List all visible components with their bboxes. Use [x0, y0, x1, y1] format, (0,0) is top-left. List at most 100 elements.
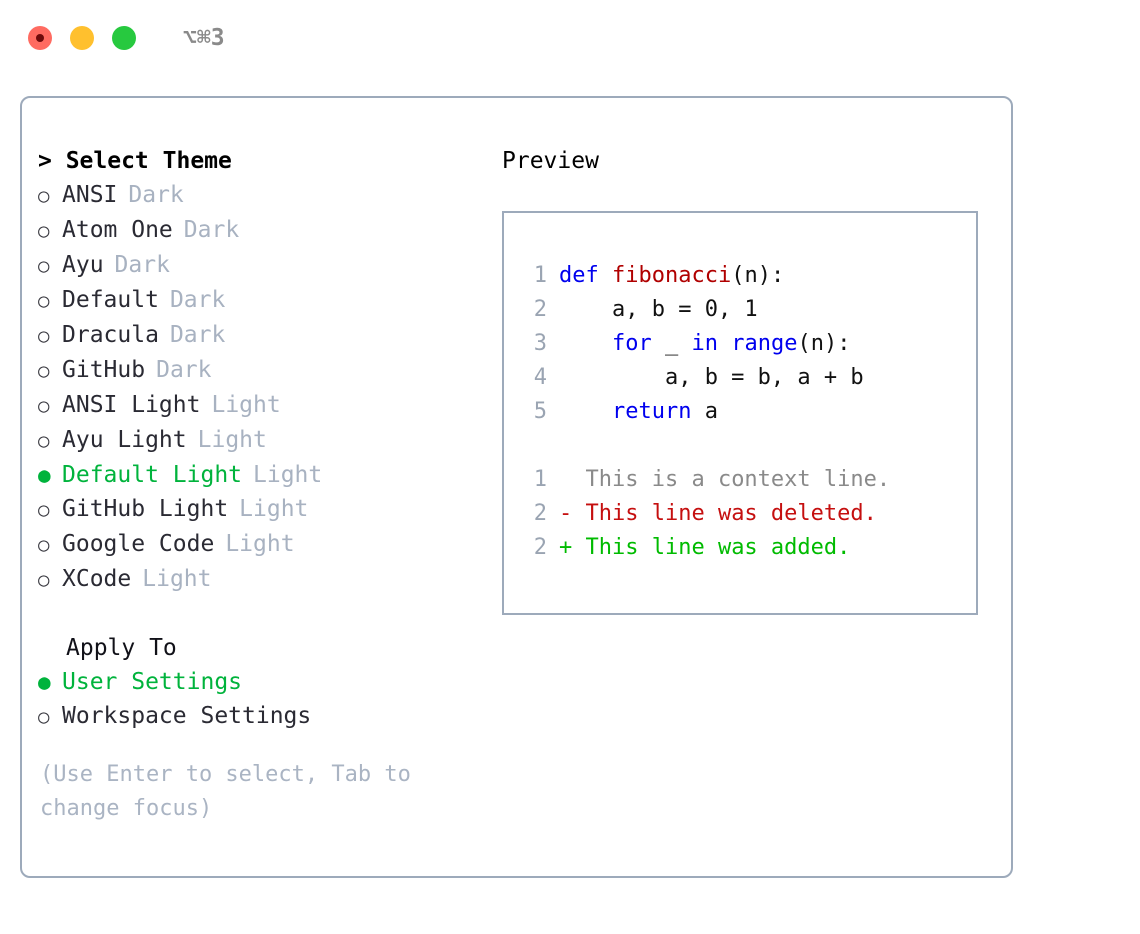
diff-marker: - [559, 501, 573, 526]
line-number: 1 [533, 467, 547, 492]
theme-option-label: ANSI [62, 182, 118, 208]
theme-category-label: Light [197, 427, 267, 453]
radio-selected-icon: ● [38, 463, 51, 487]
code-token-kw: def [559, 263, 612, 288]
theme-category-label: Dark [169, 322, 226, 348]
radio-unselected-icon: ○ [38, 499, 50, 521]
theme-option-label: Ayu Light [62, 427, 187, 453]
theme-option-github-light[interactable]: ○ GitHub Light Light [38, 492, 488, 527]
radio-unselected-icon: ○ [38, 185, 50, 207]
code-token-plain: a, b = b, a + b [559, 365, 864, 390]
theme-option-label: Default [62, 287, 159, 313]
line-number: 1 [533, 263, 547, 288]
code-token-fn: fibonacci [611, 263, 732, 288]
diff-line-add: 2 + This line was added. [521, 531, 970, 565]
radio-unselected-icon: ○ [38, 220, 50, 242]
diff-line-del: 2- This line was deleted. [521, 497, 970, 531]
radio-unselected-icon: ○ [38, 430, 50, 452]
diff-line-text: This is a context line. [572, 467, 891, 492]
code-token-plain: (n): [797, 331, 851, 356]
diff-line-text: This line was added. [572, 535, 851, 560]
diff-marker: + [559, 535, 573, 560]
apply-to-option-label: Workspace Settings [62, 703, 312, 729]
radio-unselected-icon: ○ [38, 569, 50, 591]
keyboard-shortcut-label: ⌥⌘3 [183, 24, 225, 51]
theme-option-ayu-light[interactable]: ○ Ayu Light Light [38, 423, 488, 458]
code-blank-line [521, 429, 970, 463]
maximize-button[interactable] [112, 26, 136, 50]
apply-to-option-list: ● User Settings ○ Workspace Settings [38, 665, 488, 734]
line-number: 2 [533, 297, 547, 322]
theme-option-ansi[interactable]: ○ ANSI Dark [38, 178, 488, 213]
code-token-plain: (n): [731, 263, 785, 288]
code-token-kw: for [611, 331, 652, 356]
radio-unselected-icon: ○ [38, 255, 50, 277]
theme-option-label: Atom One [62, 217, 173, 243]
code-token-kw: range [731, 331, 798, 356]
theme-option-github[interactable]: ○ GitHub Dark [38, 353, 488, 388]
theme-option-xcode[interactable]: ○ XCode Light [38, 562, 488, 597]
theme-category-label: Light [225, 531, 295, 557]
code-token-kw: in [691, 331, 732, 356]
theme-option-default-light[interactable]: ● Default Light Light [38, 458, 488, 492]
radio-unselected-icon: ○ [38, 534, 50, 556]
code-token-plain [559, 399, 612, 424]
section-spacer [38, 597, 488, 631]
close-button[interactable] [28, 26, 52, 50]
radio-selected-icon: ● [38, 670, 51, 694]
code-line-content: return a [559, 395, 718, 429]
line-number: 4 [533, 365, 547, 390]
apply-to-option-user-settings[interactable]: ● User Settings [38, 665, 488, 699]
code-line-content: for _ in range(n): [559, 327, 850, 361]
theme-option-label: Google Code [62, 531, 215, 557]
code-line: 1 def fibonacci(n): [521, 259, 970, 293]
diff-marker [559, 463, 572, 497]
theme-option-label: GitHub Light [62, 496, 229, 522]
diff-line-ctx: 1 This is a context line. [521, 463, 970, 497]
diff-sample-lines: 1 This is a context line.2- This line wa… [521, 463, 970, 565]
apply-to-header: Apply To [66, 635, 177, 661]
minimize-button[interactable] [70, 26, 94, 50]
apply-to-option-label: User Settings [62, 669, 243, 695]
theme-category-label: Light [253, 462, 323, 488]
theme-category-label: Dark [156, 357, 212, 383]
select-theme-header: > Select Theme [38, 148, 232, 174]
theme-category-label: Dark [169, 287, 226, 313]
theme-option-label: XCode [62, 566, 132, 592]
radio-unselected-icon: ○ [38, 360, 50, 382]
theme-option-label: Default Light [62, 462, 243, 488]
theme-category-label: Light [142, 566, 212, 592]
code-line: 2 a, b = 0, 1 [521, 293, 970, 327]
diff-line-text: This line was deleted. [572, 501, 877, 526]
apply-to-option-workspace-settings[interactable]: ○ Workspace Settings [38, 699, 488, 734]
theme-option-label: GitHub [62, 357, 146, 383]
code-line: 5 return a [521, 395, 970, 429]
code-token-plain: _ [651, 331, 692, 356]
line-number: 2 [533, 535, 547, 560]
theme-option-google-code[interactable]: ○ Google Code Light [38, 527, 488, 562]
theme-category-label: Light [239, 496, 309, 522]
theme-option-ansi-light[interactable]: ○ ANSI Light Light [38, 388, 488, 423]
code-line-content: def fibonacci(n): [559, 259, 784, 293]
line-number: 2 [533, 501, 547, 526]
theme-category-label: Dark [128, 182, 184, 208]
window-controls [28, 26, 136, 50]
theme-option-label: ANSI Light [62, 392, 201, 418]
radio-unselected-icon: ○ [38, 395, 50, 417]
line-number: 5 [533, 399, 547, 424]
radio-unselected-icon: ○ [38, 706, 50, 728]
code-line-content: a, b = b, a + b [559, 361, 864, 395]
preview-title: Preview [502, 148, 599, 174]
code-line: 3 for _ in range(n): [521, 327, 970, 361]
theme-category-label: Light [211, 392, 281, 418]
code-line: 4 a, b = b, a + b [521, 361, 970, 395]
